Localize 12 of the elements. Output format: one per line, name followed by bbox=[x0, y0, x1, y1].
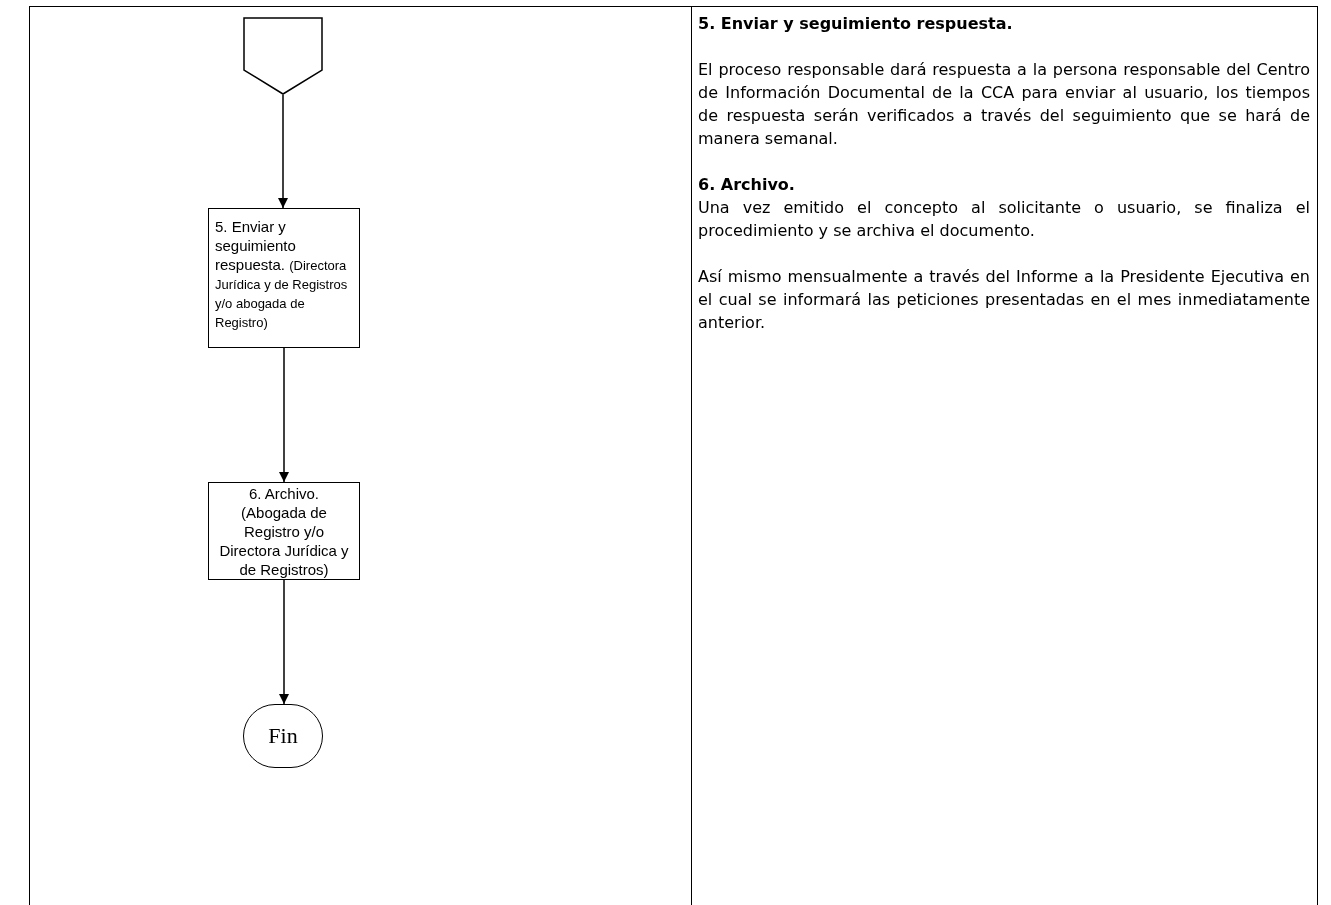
section-heading: 6. Archivo. bbox=[698, 174, 796, 196]
arrow bbox=[279, 347, 289, 483]
process-box: 5. Enviar y seguimiento respuesta. (Directora Jurídica y de Registros y/o abogada de Registro) bbox=[208, 208, 360, 348]
terminator: Fin bbox=[243, 704, 323, 768]
paragraph: Así mismo mensualmente a través del Informe a la Presidente Ejecutiva en el cual se informará las peticiones presentadas en el mes inmediatamente anterior. bbox=[698, 266, 1310, 334]
section-heading: 5. Enviar y seguimiento respuesta. bbox=[698, 13, 1014, 35]
arrow bbox=[279, 579, 289, 705]
process-box: 6. Archivo. (Abogada de Registro y/o Directora Jurídica y de Registros) bbox=[208, 482, 360, 580]
off-page-connector bbox=[243, 17, 323, 95]
arrow bbox=[278, 94, 288, 209]
paragraph: Una vez emitido el concepto al solicitante o usuario, se finaliza el procedimiento y se archiva el documento. bbox=[698, 197, 1310, 242]
paragraph: El proceso responsable dará respuesta a la persona responsable del Centro de Información Documental de la CCA para enviar al usuario, los tiempos de respuesta serán verificados a través del seguimiento que se hará de manera semanal. bbox=[698, 59, 1310, 150]
